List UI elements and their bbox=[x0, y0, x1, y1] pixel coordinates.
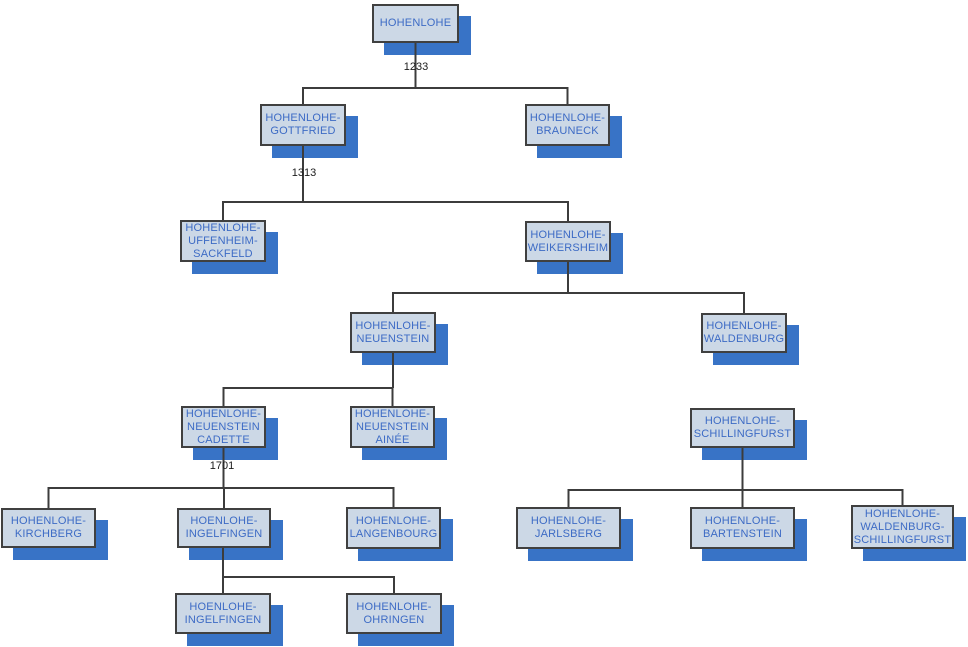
connector-schillingfurst-children bbox=[567, 448, 904, 507]
node-label: HOHENLOHE- WALDENBURG- SCHILLINGFURST bbox=[853, 507, 952, 546]
node-label: HOHENLOHE- BARTENSTEIN bbox=[702, 515, 782, 540]
node-hohenlohe-waldenburg[interactable]: HOHENLOHE- WALDENBURG bbox=[701, 313, 787, 353]
node-hohenlohe-langenbourg[interactable]: HOHENLOHE- LANGENBOURG bbox=[346, 507, 441, 549]
node-label: HOENLOHE- INGELFINGEN bbox=[185, 515, 263, 540]
node-label: HOHENLOHE- JARLSBERG bbox=[530, 515, 607, 540]
node-hohenlohe-schillingfurst[interactable]: HOHENLOHE- SCHILLINGFURST bbox=[690, 408, 795, 448]
node-hoenlohe-ingelfingen-2[interactable]: HOENLOHE- INGELFINGEN bbox=[175, 593, 271, 634]
node-hohenlohe-weikersheim[interactable]: HOHENLOHE- WEIKERSHEIM bbox=[525, 221, 611, 262]
node-label: HOHENLOHE- WEIKERSHEIM bbox=[527, 228, 609, 254]
node-label: HOHENLOHE- BRAUNECK bbox=[529, 112, 606, 137]
node-label: HOHENLOHE- LANGENBOURG bbox=[349, 515, 438, 540]
node-hohenlohe-jarlsberg[interactable]: HOHENLOHE- JARLSBERG bbox=[516, 507, 621, 549]
connector-hohenlohe-children bbox=[302, 43, 569, 104]
node-hohenlohe-uffenheim-sackfeld[interactable]: HOHENLOHE- UFFENHEIM- SACKFELD bbox=[180, 220, 266, 262]
node-hoenlohe-ingelfingen[interactable]: HOENLOHE- INGELFINGEN bbox=[177, 508, 271, 548]
connector-ingelfingen-children bbox=[222, 548, 395, 593]
node-hohenlohe-neuenstein-ainee[interactable]: HOHENLOHE- NEUENSTEIN AINÉE bbox=[350, 406, 435, 448]
node-hohenlohe-kirchberg[interactable]: HOHENLOHE- KIRCHBERG bbox=[1, 508, 96, 548]
connector-neuenstein-children bbox=[222, 353, 394, 406]
node-hohenlohe[interactable]: HOHENLOHE bbox=[372, 4, 459, 43]
connector-weikersheim-children bbox=[392, 262, 745, 313]
node-label: HOHENLOHE- NEUENSTEIN bbox=[355, 319, 431, 345]
node-label: HOHENLOHE- KIRCHBERG bbox=[10, 515, 87, 540]
node-label: HOHENLOHE bbox=[379, 17, 452, 29]
connector-cadette-children bbox=[47, 448, 395, 508]
node-hohenlohe-neuenstein-cadette[interactable]: HOHENLOHE- NEUENSTEIN CADETTE bbox=[181, 406, 266, 448]
node-hohenlohe-gottfried[interactable]: HOHENLOHE- GOTTFRIED bbox=[260, 104, 346, 146]
node-label: HOHENLOHE- NEUENSTEIN CADETTE bbox=[185, 407, 262, 446]
node-hohenlohe-waldenburg-schillingfurst[interactable]: HOHENLOHE- WALDENBURG- SCHILLINGFURST bbox=[851, 505, 954, 549]
edge-year-1701: 1701 bbox=[209, 460, 235, 472]
node-hohenlohe-neuenstein[interactable]: HOHENLOHE- NEUENSTEIN bbox=[350, 312, 436, 353]
node-hohenlohe-bartenstein[interactable]: HOHENLOHE- BARTENSTEIN bbox=[690, 507, 795, 549]
node-hohenlohe-ohringen[interactable]: HOHENLOHE- OHRINGEN bbox=[346, 593, 442, 634]
edge-year-1233: 1233 bbox=[403, 61, 429, 73]
node-label: HOHENLOHE- SCHILLINGFURST bbox=[693, 415, 792, 440]
node-label: HOHENLOHE- UFFENHEIM- SACKFELD bbox=[185, 221, 261, 260]
node-hohenlohe-brauneck[interactable]: HOHENLOHE- BRAUNECK bbox=[525, 104, 610, 146]
node-label: HOENLOHE- INGELFINGEN bbox=[184, 600, 262, 626]
node-label: HOHENLOHE- WALDENBURG bbox=[703, 320, 785, 345]
connector-gottfried-children bbox=[222, 146, 569, 221]
node-label: HOHENLOHE- NEUENSTEIN AINÉE bbox=[354, 407, 431, 446]
node-label: HOHENLOHE- GOTTFRIED bbox=[265, 112, 341, 137]
edge-year-1313: 1313 bbox=[291, 167, 317, 179]
node-label: HOHENLOHE- OHRINGEN bbox=[356, 600, 432, 626]
